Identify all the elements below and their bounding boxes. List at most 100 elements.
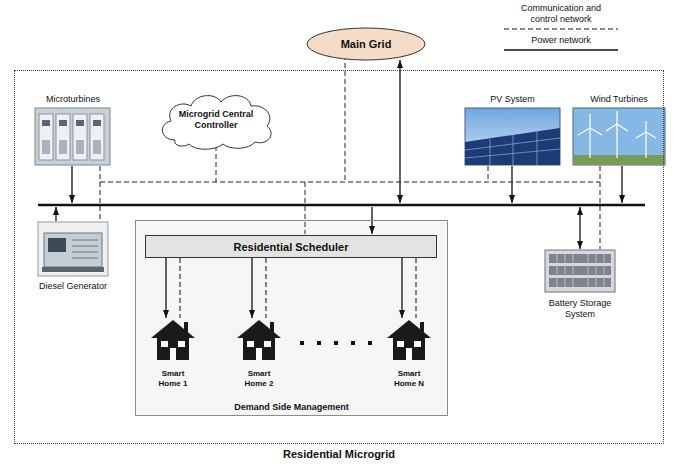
picture-frame [35, 108, 110, 165]
panel-grid [465, 149, 560, 158]
dsm-panel-fill [135, 220, 448, 416]
legend-entry: Power network [497, 35, 625, 54]
cabinet-vent [42, 120, 50, 126]
cabinet-vent [59, 120, 67, 126]
panel-grid [537, 131, 538, 165]
cloud-shape [162, 96, 271, 150]
panel-grid [513, 135, 514, 165]
control-link [266, 258, 267, 318]
node-label: Microturbines [46, 94, 100, 105]
battery-rack [549, 266, 611, 275]
node-label: Demand Side Management [234, 402, 349, 412]
legend-text: Power network [511, 35, 611, 46]
battery-picture [545, 250, 615, 292]
turbine-cabinet [39, 114, 53, 160]
smart-home: Smart Home 2 [233, 318, 285, 388]
control-line [100, 182, 600, 183]
node-label: Smart Home N [389, 369, 429, 388]
control-line [600, 182, 601, 249]
cabinet-grille [42, 140, 50, 154]
generator-grille [72, 240, 98, 241]
control-line [305, 182, 306, 234]
control-link [416, 258, 417, 318]
source-picture: Diesel Generator [33, 222, 113, 292]
ellipsis-dots [300, 341, 372, 345]
house-icon [387, 320, 431, 360]
source-picture: Wind Turbines [571, 94, 667, 166]
power-bus [38, 204, 645, 207]
source-picture: Microturbines [33, 94, 113, 166]
ground [573, 155, 665, 165]
power-arrow [165, 258, 166, 318]
microturbine-picture [35, 108, 110, 165]
turbine-cabinet [73, 114, 87, 160]
node-label: Main Grid [341, 38, 392, 50]
ellipse-shape [307, 28, 425, 60]
legend-sample [502, 25, 620, 33]
microgrid-region: Residential MicrogridMicroturbinesMicrog… [14, 70, 664, 444]
picture-frame [38, 222, 108, 276]
diesel-picture [38, 222, 108, 276]
node-label: Diesel Generator [39, 281, 107, 292]
dsm-panel: Demand Side Management Residential Schedu… [135, 220, 448, 416]
smart-home: Smart Home N [383, 318, 435, 388]
power-arrow [511, 166, 512, 203]
smart-home: Smart Home 1 [147, 318, 199, 388]
wind-turbine [578, 111, 656, 158]
turbine-cabinet [90, 114, 104, 160]
power-arrow [579, 207, 580, 249]
turbine-cabinet [56, 114, 70, 160]
power-arrow [401, 258, 402, 318]
legend-sample [502, 46, 620, 54]
battery-rack [549, 254, 611, 263]
control-panel [48, 238, 66, 252]
battery-cells [557, 254, 604, 287]
picture-frame [573, 108, 665, 165]
battery-rack [549, 278, 611, 287]
control-line [345, 55, 346, 182]
power-arrow [251, 258, 252, 318]
storage-picture: Battery Storage System [538, 250, 622, 320]
house-icon [237, 320, 281, 360]
legend-text: Communication and control network [511, 3, 611, 25]
control-line [216, 146, 217, 182]
generator-base [42, 267, 104, 272]
panel-grid [490, 139, 491, 165]
grid-ellipse: Main Grid [306, 27, 426, 61]
node-label: Smart Home 1 [153, 369, 193, 388]
cabinet-vent [76, 120, 84, 126]
generator-grille [72, 246, 98, 247]
legend-line [504, 29, 618, 30]
solar-panel [465, 128, 560, 165]
generator-grille [72, 252, 98, 253]
pv-picture [465, 108, 560, 165]
controller-cloud: Microgrid Central Controller [155, 88, 277, 152]
picture-frame [465, 108, 560, 165]
generator-grille [72, 258, 98, 259]
house-icon [151, 320, 195, 360]
node-label: PV System [490, 94, 535, 105]
power-arrow [621, 166, 622, 203]
power-arrow [399, 60, 400, 203]
picture-frame [545, 250, 615, 292]
node-label: Battery Storage System [541, 298, 619, 320]
cabinet-grille [93, 140, 101, 154]
wind-picture [573, 108, 665, 165]
node-label: Smart Home 2 [239, 369, 279, 388]
source-picture: PV System [463, 94, 562, 166]
node-label: Residential Microgrid [283, 448, 395, 460]
control-line [488, 166, 489, 182]
node-label: Microgrid Central Controller [168, 109, 264, 131]
scheduler-bar: Residential Scheduler [145, 235, 437, 258]
legend-entry: Communication and control network [497, 3, 625, 33]
node-label: Residential Scheduler [234, 241, 349, 253]
legend-line [504, 49, 618, 51]
control-line [100, 166, 101, 182]
cabinet-vent [93, 120, 101, 126]
control-line [100, 182, 101, 221]
cabinet-grille [76, 140, 84, 154]
node-label: Wind Turbines [590, 94, 648, 105]
panel-grid [465, 138, 560, 150]
cabinet-grille [59, 140, 67, 154]
